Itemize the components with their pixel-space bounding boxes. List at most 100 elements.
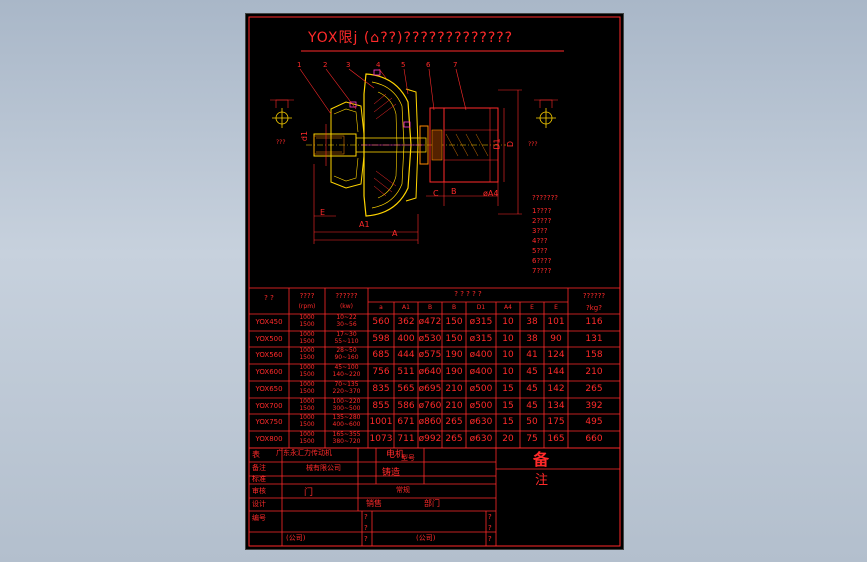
- tb-footer-2: (公司): [416, 534, 436, 542]
- part-number-3: 3: [346, 61, 351, 69]
- part-number-6: 6: [426, 61, 431, 69]
- row-model: YOX600: [255, 368, 283, 376]
- tb-q4: ?: [488, 513, 492, 521]
- tb-footer-1: (公司): [286, 534, 306, 542]
- row-value: 150: [445, 317, 463, 327]
- row-value: 90: [550, 334, 562, 344]
- row-value: 131: [585, 334, 603, 344]
- row-value: 45: [526, 367, 538, 377]
- row-speed-low: 1000: [299, 364, 315, 371]
- row-value: 150: [445, 334, 463, 344]
- legend-item: 2????: [532, 217, 552, 225]
- row-value: 586: [397, 401, 415, 411]
- row-model: YOX560: [255, 351, 283, 359]
- legend-heading: ???????: [532, 194, 559, 202]
- row-value: 20: [502, 434, 514, 444]
- row-value: 265: [445, 434, 463, 444]
- dim-E: E: [320, 208, 326, 217]
- row-value: 15: [502, 417, 514, 427]
- row-value: 10: [502, 334, 514, 344]
- row-speed-low: 1000: [299, 381, 315, 388]
- row-value: 495: [585, 417, 603, 427]
- row-power-low: 10~22: [336, 314, 357, 321]
- header-kg: ?kg?: [586, 304, 602, 312]
- row-value: ø630: [469, 417, 493, 427]
- spec-table-grid: [248, 287, 621, 449]
- tb-label-4: 审核: [252, 487, 266, 495]
- row-model: YOX700: [255, 402, 283, 410]
- row-value: 565: [397, 384, 415, 394]
- row-value: 41: [526, 350, 538, 360]
- row-value: 362: [397, 317, 415, 327]
- row-value: 210: [445, 401, 463, 411]
- row-value: 392: [585, 401, 603, 411]
- row-power-high: 90~160: [334, 354, 359, 361]
- row-value: ø630: [469, 434, 493, 444]
- row-value: 756: [372, 367, 390, 377]
- tb-model: 型号: [401, 454, 415, 462]
- row-value: 45: [526, 401, 538, 411]
- row-power-high: 30~56: [336, 321, 357, 328]
- header-power: ??????: [335, 292, 358, 300]
- row-power-low: 165~355: [332, 431, 361, 438]
- drawing-sheet: YOX限j (⌂??)????????????? 1 2 3 4 5 6 7 d…: [245, 13, 624, 550]
- row-value: 190: [445, 350, 463, 360]
- row-power-low: 70~135: [334, 381, 359, 388]
- header-a: a: [379, 304, 383, 311]
- row-value: 134: [547, 401, 565, 411]
- header-model: ? ?: [264, 294, 274, 302]
- row-value: ø400: [469, 350, 493, 360]
- part-number-2: 2: [323, 61, 328, 69]
- row-value: 265: [445, 417, 463, 427]
- row-value: 685: [372, 350, 390, 360]
- row-value: 10: [502, 350, 514, 360]
- dim-qmark-right: ???: [528, 141, 538, 148]
- title-block-grid: [248, 447, 621, 547]
- row-value: 50: [526, 417, 538, 427]
- row-value: 511: [397, 367, 415, 377]
- row-speed-low: 1000: [299, 347, 315, 354]
- row-value: 144: [547, 367, 565, 377]
- row-speed-high: 1500: [299, 438, 315, 445]
- coupling-drawing: [270, 68, 558, 244]
- row-speed-high: 1500: [299, 354, 315, 361]
- tb-remark-2: 注: [535, 473, 549, 488]
- tb-q2: ?: [364, 524, 368, 532]
- row-value: 210: [585, 367, 603, 377]
- tb-motor: 电机: [386, 450, 405, 460]
- row-value: ø400: [469, 367, 493, 377]
- header-E2: E: [554, 304, 558, 311]
- tb-label-5: 设计: [252, 500, 266, 508]
- row-model: YOX500: [255, 335, 283, 343]
- row-power-high: 55~110: [334, 338, 359, 345]
- row-value: 444: [397, 350, 415, 360]
- row-value: 711: [397, 434, 415, 444]
- sheet-graphics: [248, 16, 621, 547]
- row-value: ø500: [469, 401, 493, 411]
- header-E: E: [530, 304, 534, 311]
- tb-q3: ?: [364, 535, 368, 543]
- row-speed-high: 1500: [299, 338, 315, 345]
- dim-A: A: [392, 229, 398, 238]
- part-number-7: 7: [453, 61, 458, 69]
- tb-company: 广东永汇力传动机: [276, 449, 332, 457]
- row-value: 10: [502, 317, 514, 327]
- header-rpm: (rpm): [298, 303, 316, 310]
- row-value: 124: [547, 350, 565, 360]
- header-kw: (kw): [339, 303, 354, 310]
- dim-B: B: [451, 187, 457, 196]
- row-speed-low: 1000: [299, 398, 315, 405]
- row-value: 101: [547, 317, 565, 327]
- row-speed-high: 1500: [299, 321, 315, 328]
- row-power-low: 45~100: [334, 364, 359, 371]
- row-value: ø992: [418, 434, 442, 444]
- row-value: 598: [372, 334, 390, 344]
- dim-A4: øA4: [483, 189, 499, 198]
- row-value: 158: [585, 350, 603, 360]
- dim-d1: d1: [300, 130, 310, 142]
- header-D1: D1: [476, 304, 486, 311]
- part-number-4: 4: [376, 61, 381, 69]
- row-value: ø530: [418, 334, 442, 344]
- row-value: 671: [397, 417, 415, 427]
- row-power-high: 380~720: [332, 438, 361, 445]
